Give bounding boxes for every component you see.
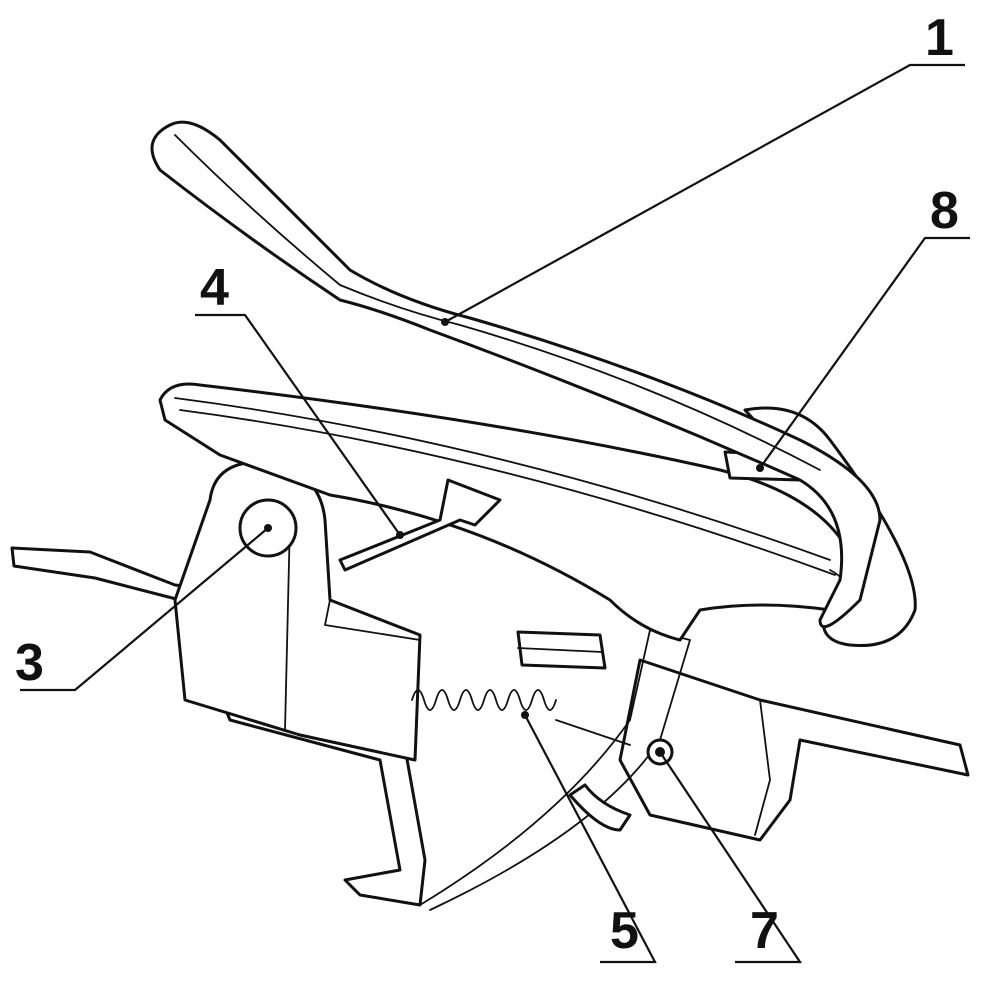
callout-3: 3: [15, 634, 44, 692]
leader-lines: [20, 63, 970, 964]
right-bracket: [618, 658, 970, 842]
callout-7: 7: [750, 902, 779, 960]
callout-8: 8: [930, 182, 959, 240]
lower-lever: [419, 629, 691, 911]
callout-1: 1: [925, 9, 954, 67]
callout-4: 4: [200, 259, 229, 317]
latch-hook: [338, 478, 502, 572]
spring: [411, 689, 631, 746]
release-handle: [150, 120, 882, 629]
callout-5: 5: [610, 902, 639, 960]
